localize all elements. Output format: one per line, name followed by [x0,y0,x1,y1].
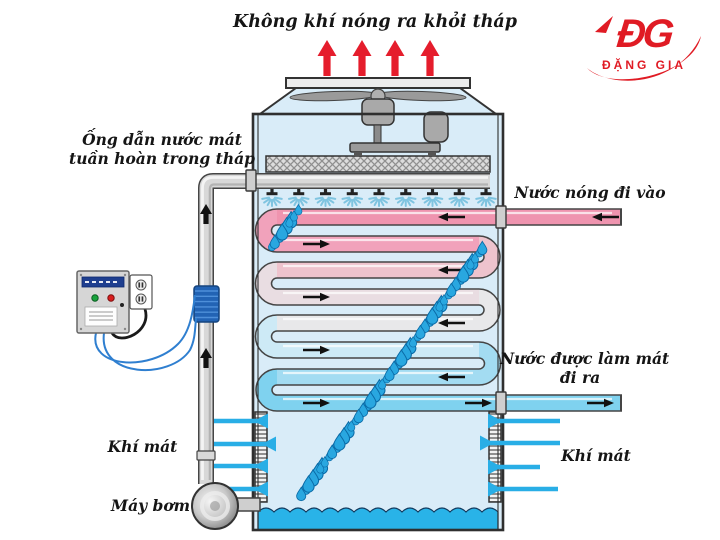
label-circulation-pipe: Ống dẫn nước mát tuần hoàn trong tháp [64,130,260,169]
up-arrow-icon [420,40,440,76]
label-cool-air-left: Khí mát [107,437,178,456]
hot-air-arrows [317,40,440,76]
wire [102,317,197,372]
logo-initials: ĐG [614,12,674,56]
water-droplets [268,203,488,502]
label-cooled-water-outlet-line2: đi ra [559,367,601,387]
water-basin [257,507,499,531]
circulation-pipe [193,169,490,484]
label-circulation-pipe-line2: tuần hoàn trong tháp [69,148,255,168]
drive-motor-icon [423,111,449,143]
up-arrow-icon [200,348,212,368]
label-cooled-water-outlet: Nước được làm mát đi ra [500,349,670,388]
controller-box [76,270,197,372]
fan-assembly [256,77,500,156]
descaler-coil [193,285,220,323]
label-pump: Máy bơm [110,496,191,515]
tower-walls [251,112,505,532]
drift-eliminator [265,155,491,173]
dang-gia-logo: ĐG ĐẶNG GIA [583,10,705,90]
green-led-icon [91,294,99,302]
flow-direction-arrows [303,212,619,408]
label-hot-water-inlet: Nước nóng đi vào [514,183,666,202]
up-arrow-icon [385,40,405,76]
logo-arrow-icon [595,16,613,33]
up-arrow-icon [200,204,212,224]
pump-icon [191,482,261,530]
label-cooled-water-outlet-line1: Nước được làm mát [500,349,670,368]
label-cool-air-right: Khí mát [561,446,631,465]
spray-nozzles [261,186,497,207]
red-led-icon [107,294,115,302]
power-cord [110,308,148,340]
title-hot-air-out: Không khí nóng ra khỏi tháp [233,12,517,32]
fan-motor-icon [361,98,395,126]
logo-name: ĐẶNG GIA [602,58,686,72]
power-outlet-icon [129,274,153,310]
up-arrow-icon [352,40,372,76]
wire [94,294,196,364]
logo-swoosh-icon [587,16,701,81]
pipe-flanges [495,205,507,415]
up-arrow-icon [317,40,337,76]
label-circulation-pipe-line1: Ống dẫn nước mát [82,130,242,149]
